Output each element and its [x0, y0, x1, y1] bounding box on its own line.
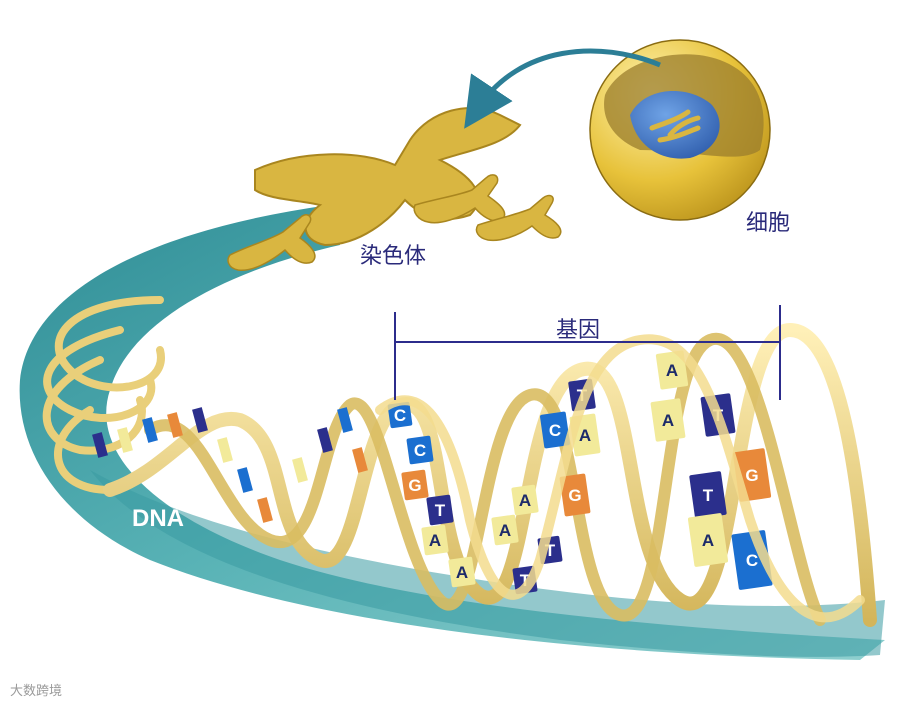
base-letter: A [579, 426, 591, 445]
base-pair-8: A [511, 484, 539, 515]
base-letter: A [429, 531, 441, 550]
base-letter: A [519, 491, 531, 510]
cell-illustration [590, 40, 770, 220]
label-cell: 细胞 [746, 205, 790, 237]
base-pair-6: A [448, 556, 476, 587]
base-pair-19: A [688, 513, 729, 567]
base-letter: T [703, 486, 714, 505]
small-rung [217, 437, 233, 463]
base-pair-15: A [650, 398, 685, 442]
base-pair-5: A [421, 524, 449, 555]
small-rung [292, 457, 308, 483]
base-letter: C [549, 421, 561, 440]
small-rung [257, 497, 273, 523]
base-letter: G [408, 476, 421, 495]
base-pair-4: T [426, 494, 454, 525]
label-dna: DNA [132, 505, 184, 533]
base-letter: T [435, 501, 446, 520]
watermark: 大数跨境 [10, 680, 62, 699]
base-pair-16: T [689, 471, 727, 519]
label-gene: 基因 [556, 312, 600, 344]
base-pair-7: A [491, 514, 519, 545]
base-letter: G [568, 486, 581, 505]
base-letter: A [499, 521, 511, 540]
base-letter: G [745, 466, 758, 485]
base-pair-2: C [406, 435, 433, 464]
base-letter: C [746, 551, 758, 570]
base-letter: A [456, 563, 468, 582]
base-pair-3: G [401, 469, 429, 500]
small-rung [237, 467, 253, 493]
label-chromosome: 染色体 [360, 238, 426, 270]
base-letter: C [394, 406, 406, 425]
base-letter: A [666, 361, 678, 380]
base-letter: C [414, 441, 426, 460]
base-letter: A [662, 411, 674, 430]
base-letter: A [702, 531, 714, 550]
